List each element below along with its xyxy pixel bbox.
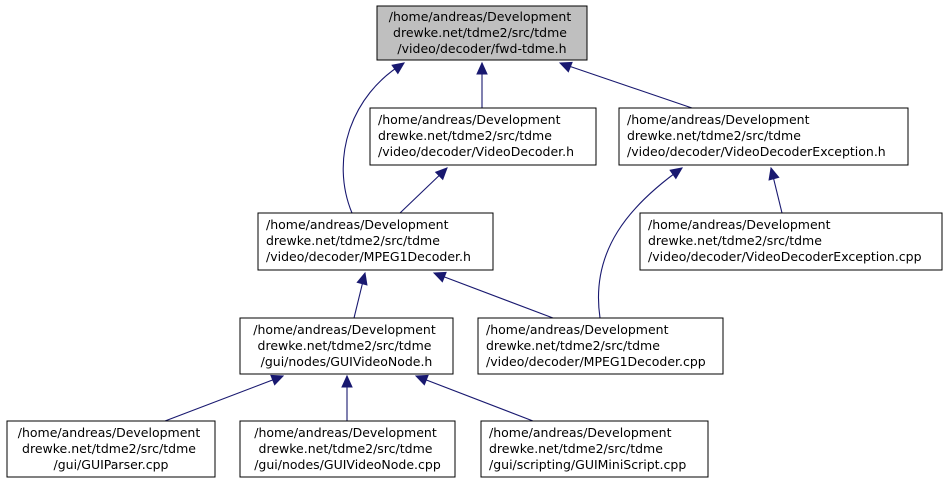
node-line: drewke.net/tdme2/src/tdme [22, 441, 196, 456]
node-line: /video/decoder/VideoDecoderException.cpp [648, 249, 922, 264]
edge-mpeg1_decoder_h-to-video_decoder [399, 167, 448, 214]
edge-mpeg1_decoder_cpp-to-video_decoder_exception [598, 167, 683, 319]
edge-arrowhead [434, 167, 448, 181]
node-line: /gui/nodes/GUIVideoNode.h [261, 354, 433, 369]
node-fwd-tdme-h[interactable]: /home/andreas/Development drewke.net/tdm… [376, 5, 588, 61]
node-video-decoder-exception-h[interactable]: /home/andreas/Development drewke.net/tdm… [618, 107, 909, 166]
node-mpeg1-decoder-h[interactable]: /home/andreas/Development drewke.net/tdm… [257, 212, 494, 271]
edge-arrowhead [669, 167, 683, 180]
edge-gui_video_node_h-to-mpeg1_decoder_h [353, 271, 368, 319]
node-line: /home/andreas/Development [648, 217, 831, 232]
node-line: /home/andreas/Development [627, 112, 810, 127]
svg-text:/home/andreas/Development: /home/andreas/Development drewke.net/tdm… [648, 217, 922, 264]
node-line: /video/decoder/VideoDecoderException.h [627, 144, 886, 159]
svg-text:/home/andreas/Development: /home/andreas/Development drewke.net/tdm… [254, 425, 441, 472]
node-line: /gui/GUIParser.cpp [54, 457, 169, 472]
node-video-decoder-exception-cpp[interactable]: /home/andreas/Development drewke.net/tdm… [639, 212, 943, 271]
node-line: /gui/scripting/GUIMiniScript.cpp [489, 457, 686, 472]
node-line: drewke.net/tdme2/src/tdme [258, 338, 432, 353]
svg-text:/home/andreas/Development: /home/andreas/Development drewke.net/tdm… [627, 112, 886, 159]
node-gui-parser-cpp[interactable]: /home/andreas/Development drewke.net/tdm… [6, 420, 216, 478]
svg-text:/home/andreas/Development: /home/andreas/Development drewke.net/tdm… [489, 425, 686, 472]
node-line: /home/andreas/Development [489, 425, 672, 440]
node-line: /video/decoder/fwd-tdme.h [397, 41, 566, 56]
node-mpeg1-decoder-cpp[interactable]: /home/andreas/Development drewke.net/tdm… [477, 317, 724, 375]
node-line: /home/andreas/Development [266, 217, 449, 232]
node-line: drewke.net/tdme2/src/tdme [393, 25, 567, 40]
edge-video_decoder_exception-to-fwd_tdme [558, 61, 693, 109]
svg-text:/home/andreas/Development: /home/andreas/Development drewke.net/tdm… [266, 217, 471, 264]
edge-line [164, 375, 284, 422]
edge-arrowhead [768, 166, 780, 181]
node-line: /home/andreas/Development [486, 322, 669, 337]
edge-arrowhead [341, 374, 353, 388]
svg-text:/home/andreas/Development: /home/andreas/Development drewke.net/tdm… [486, 322, 706, 369]
node-line: drewke.net/tdme2/src/tdme [378, 128, 552, 143]
node-line: /home/andreas/Development [18, 425, 201, 440]
node-line: /home/andreas/Development [253, 322, 436, 337]
edge-video_decoder-to-fwd_tdme [476, 61, 488, 108]
edge-arrowhead [391, 62, 405, 75]
node-line: /home/andreas/Development [254, 425, 437, 440]
edge-mpeg1_decoder_h-to-fwd_tdme [342, 62, 405, 214]
node-gui-video-node-h[interactable]: /home/andreas/Development drewke.net/tdm… [239, 317, 454, 375]
node-line: drewke.net/tdme2/src/tdme [489, 441, 663, 456]
svg-text:/home/andreas/Development: /home/andreas/Development drewke.net/tdm… [378, 112, 574, 159]
edge-line [415, 375, 534, 422]
edge-mpeg1_decoder_cpp-to-mpeg1_decoder_h [432, 271, 554, 319]
edge-line [598, 167, 683, 319]
edge-gui_mini_script_cpp-to-gui_video_node_h [414, 374, 534, 422]
svg-text:/home/andreas/Development: /home/andreas/Development drewke.net/tdm… [253, 322, 439, 369]
edge-arrowhead [476, 61, 488, 75]
edge-line [559, 62, 693, 109]
node-line: drewke.net/tdme2/src/tdme [627, 128, 801, 143]
edges-layer [164, 61, 783, 422]
edge-line [342, 62, 405, 214]
edge-arrowhead [414, 374, 429, 386]
svg-text:/home/andreas/Development: /home/andreas/Development drewke.net/tdm… [18, 425, 204, 472]
node-gui-mini-script-cpp[interactable]: /home/andreas/Development drewke.net/tdm… [480, 420, 709, 478]
edge-line [433, 272, 554, 319]
node-gui-video-node-cpp[interactable]: /home/andreas/Development drewke.net/tdm… [239, 420, 456, 478]
node-video-decoder-h[interactable]: /home/andreas/Development drewke.net/tdm… [369, 107, 597, 166]
edge-arrowhead [356, 271, 368, 286]
edge-arrowhead [270, 374, 285, 386]
svg-text:/home/andreas/Development: /home/andreas/Development drewke.net/tdm… [389, 9, 575, 56]
edge-video_decoder_exception_cpp-to-video_decoder_exception [768, 166, 783, 214]
node-line: /home/andreas/Development [378, 112, 561, 127]
node-line: drewke.net/tdme2/src/tdme [259, 441, 433, 456]
edge-gui_video_node_cpp-to-gui_video_node_h [341, 374, 353, 421]
node-line: /video/decoder/MPEG1Decoder.h [266, 249, 471, 264]
node-line: drewke.net/tdme2/src/tdme [648, 233, 822, 248]
edge-arrowhead [558, 61, 573, 73]
node-line: /video/decoder/MPEG1Decoder.cpp [486, 354, 706, 369]
node-line: /home/andreas/Development [389, 9, 572, 24]
edge-gui_parser_cpp-to-gui_video_node_h [164, 374, 285, 422]
node-line: drewke.net/tdme2/src/tdme [486, 338, 660, 353]
edge-arrowhead [432, 271, 447, 283]
node-line: drewke.net/tdme2/src/tdme [266, 233, 440, 248]
node-line: /gui/nodes/GUIVideoNode.cpp [254, 457, 441, 472]
node-line: /video/decoder/VideoDecoder.h [378, 144, 574, 159]
